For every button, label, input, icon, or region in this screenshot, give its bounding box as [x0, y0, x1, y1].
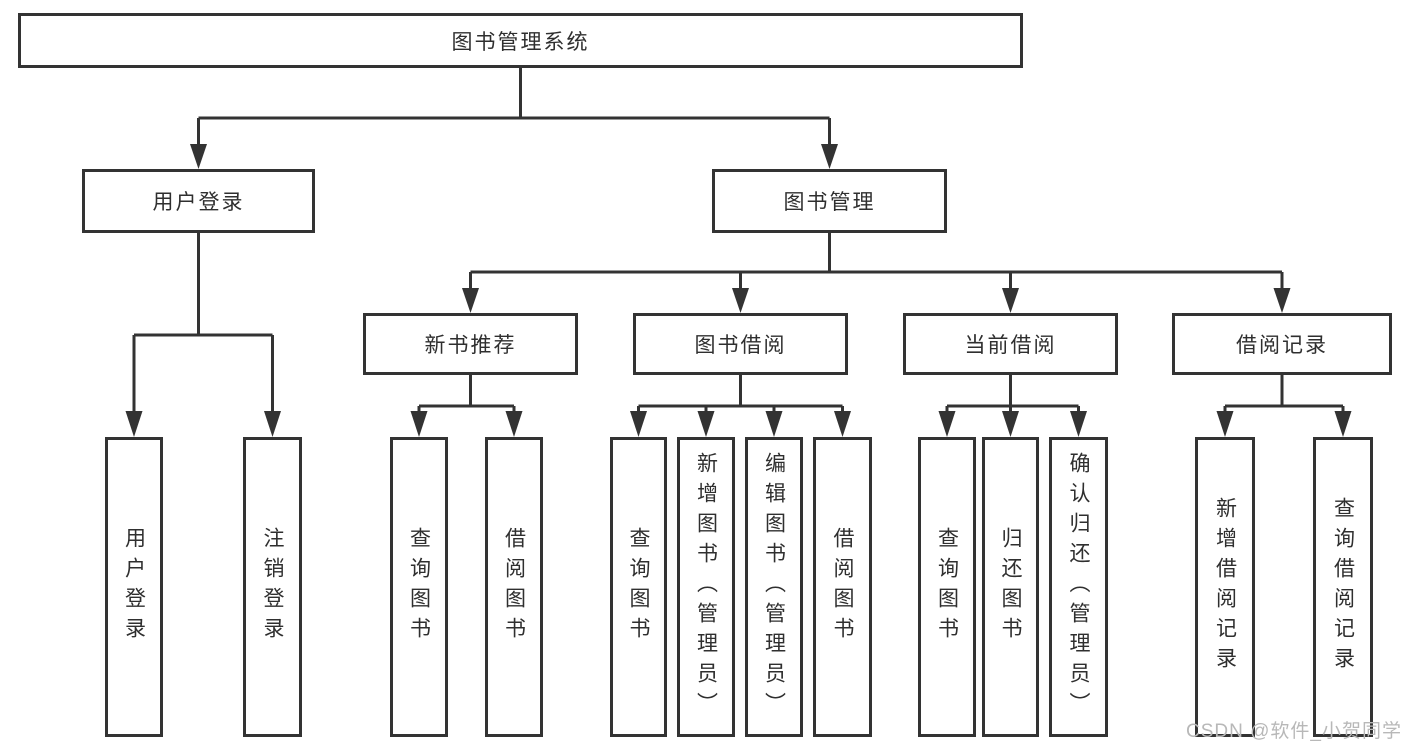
node-borrowing-records: 借阅记录	[1172, 313, 1392, 375]
leaf-query-books-recommend: 查询图书	[390, 437, 448, 737]
node-new-book-recommend: 新书推荐	[363, 313, 578, 375]
node-book-management: 图书管理	[712, 169, 947, 233]
leaf-logout: 注销登录	[243, 437, 302, 737]
leaf-query-books-borrow: 查询图书	[610, 437, 667, 737]
node-root: 图书管理系统	[18, 13, 1023, 68]
leaf-add-borrow-record: 新增借阅记录	[1195, 437, 1255, 737]
leaf-add-books-admin: 新增图书（管理员）	[677, 437, 735, 737]
leaf-query-books-current: 查询图书	[918, 437, 976, 737]
leaf-user-login: 用户登录	[105, 437, 163, 737]
csdn-watermark: CSDN @软件_小贺同学	[1186, 721, 1402, 742]
leaf-return-books: 归还图书	[982, 437, 1039, 737]
leaf-edit-books-admin: 编辑图书（管理员）	[745, 437, 803, 737]
leaf-confirm-return-admin: 确认归还（管理员）	[1049, 437, 1108, 737]
node-book-borrowing: 图书借阅	[633, 313, 848, 375]
leaf-borrow-books: 借阅图书	[813, 437, 872, 737]
leaf-query-borrow-record: 查询借阅记录	[1313, 437, 1373, 737]
node-user-login: 用户登录	[82, 169, 315, 233]
node-current-borrowing: 当前借阅	[903, 313, 1118, 375]
leaf-borrow-books-recommend: 借阅图书	[485, 437, 543, 737]
